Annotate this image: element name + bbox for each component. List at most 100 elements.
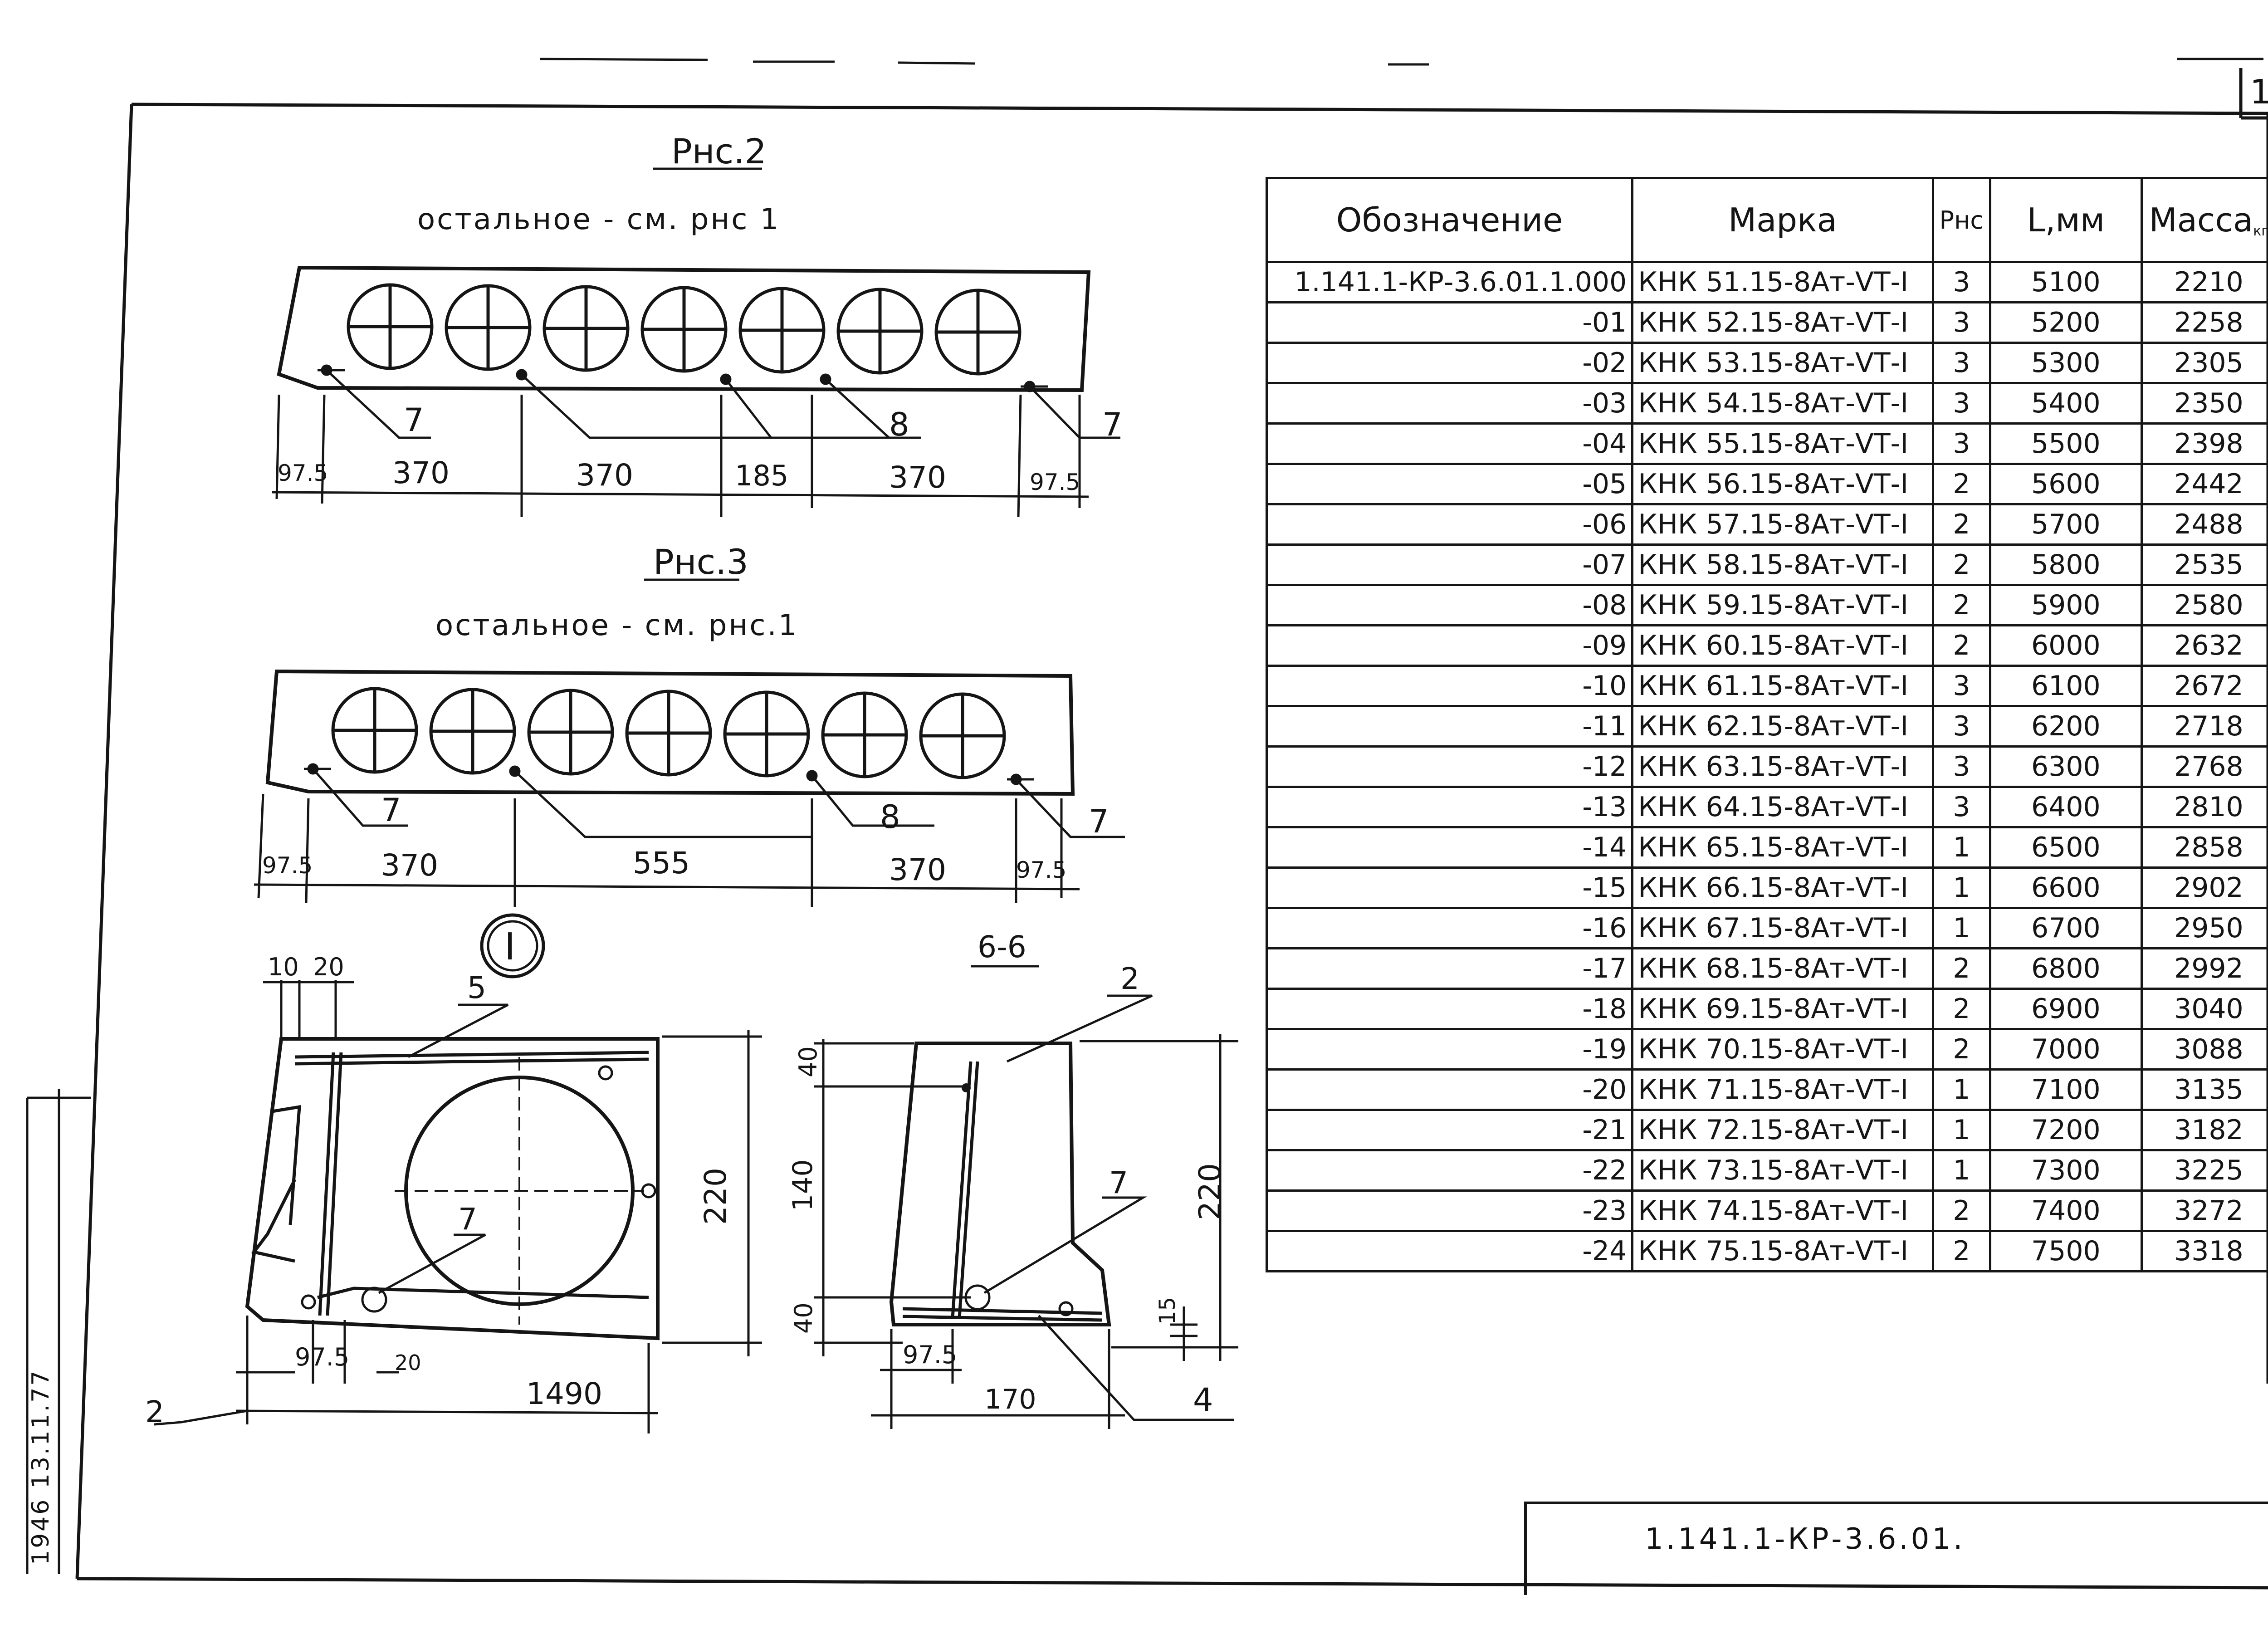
section-dim-170: 170 [984,1384,1036,1415]
mass-cell: 2632 [2140,624,2268,667]
mass-cell: 2950 [2140,907,2268,949]
fig2-note: остальное - см. рнс 1 [417,203,781,236]
designation-cell: -01 [1265,301,1634,344]
mass-cell: 2442 [2140,463,2268,505]
designation-cell: -02 [1265,342,1634,384]
header-fig: Рнс [1931,177,1991,263]
section-height: 220 [1193,1163,1227,1220]
fig-cell: 2 [1931,543,1991,586]
detail-I-height: 220 [698,1168,733,1225]
detail-I-rebar-vert [318,1052,343,1316]
mass-cell: 3135 [2140,1068,2268,1111]
mass-cell: 3088 [2140,1028,2268,1071]
detail-I-outline [245,1037,660,1340]
mark-cell: КНК 66.15-8Ат-VТ-I [1631,866,1934,909]
side-stamp-text: 1946 13.11.77 [27,1369,54,1565]
fig3-slab-outline [265,669,1075,796]
length-cell: 6400 [1989,786,2143,828]
designation-cell: -11 [1265,705,1634,748]
fig-cell: 2 [1931,503,1991,546]
mass-cell: 3318 [2140,1230,2268,1272]
mark-cell: КНК 60.15-8Ат-VТ-I [1631,624,1934,667]
fig-cell: 3 [1931,422,1991,465]
mark-cell: КНК 73.15-8Ат-VТ-I [1631,1149,1934,1192]
length-cell: 6600 [1989,866,2143,909]
designation-cell: -03 [1265,382,1634,425]
fig3-dim-3: 555 [633,846,690,881]
fig3-voids [331,687,1006,779]
mass-cell: 3272 [2140,1189,2268,1232]
designation-cell: -21 [1265,1109,1634,1151]
detail-I-loop [251,1105,301,1263]
mark-cell: КНК 61.15-8Ат-VТ-I [1631,665,1934,707]
designation-cell: -14 [1265,826,1634,869]
length-cell: 5200 [1989,301,2143,344]
sheet-frame [75,68,2268,1590]
fig-cell: 1 [1931,1149,1991,1192]
detail-I-group: I 10 20 5 7 220 97.5 20 1490 2 [145,913,762,1433]
detail-I-dim-97-5: 97.5 [295,1343,349,1371]
fig-cell: 1 [1931,866,1991,909]
mass-cell: 2672 [2140,665,2268,707]
length-cell: 7000 [1989,1028,2143,1071]
fig2-dim-6: 97.5 [1030,469,1080,495]
mass-cell: 2580 [2140,584,2268,626]
section-dim-97-5: 97.5 [903,1340,957,1369]
designation-cell: -08 [1265,584,1634,626]
section-rebar [902,1061,1103,1322]
length-cell: 6200 [1989,705,2143,748]
detail-I-callout-5: 5 [467,970,486,1005]
fig-cell: 2 [1931,624,1991,667]
fig-cell: 3 [1931,342,1991,384]
fig-cell: 2 [1931,988,1991,1030]
header-mark: Марка [1631,177,1934,263]
fig2-dim-4: 185 [735,459,788,492]
fig-cell: 2 [1931,1189,1991,1232]
designation-cell: -24 [1265,1230,1634,1272]
length-cell: 5900 [1989,584,2143,626]
fig-cell: 3 [1931,705,1991,748]
header-designation: Обозначение [1265,177,1634,263]
spec-table: Обозначение Марка Рнс L,мм Массакг 1.141… [1265,177,2268,1272]
length-cell: 5600 [1989,463,2143,505]
designation-cell: -12 [1265,745,1634,788]
fig-cell: 3 [1931,301,1991,344]
left-margin-marks [26,1089,91,1574]
mass-cell: 2350 [2140,382,2268,425]
fig3-leaders [304,763,1125,838]
section-callout-7: 7 [1109,1165,1128,1200]
mark-cell: КНК 52.15-8Ат-VТ-I [1631,301,1934,344]
mark-cell: КНК 70.15-8Ат-VТ-I [1631,1028,1934,1071]
length-cell: 6300 [1989,745,2143,788]
mark-cell: КНК 63.15-8Ат-VТ-I [1631,745,1934,788]
length-cell: 6100 [1989,665,2143,707]
mass-cell: 2992 [2140,947,2268,990]
detail-I-callout-2: 2 [145,1394,164,1429]
mark-cell: КНК 64.15-8Ат-VТ-I [1631,786,1934,828]
fig2-dim-3: 370 [576,458,633,493]
mass-cell: 2488 [2140,503,2268,546]
length-cell: 7200 [1989,1109,2143,1151]
designation-cell: -19 [1265,1028,1634,1071]
fig-cell: 1 [1931,907,1991,949]
mark-cell: КНК 67.15-8Ат-VТ-I [1631,907,1934,949]
designation-cell: -15 [1265,866,1634,909]
designation-cell: -05 [1265,463,1634,505]
sheet-number: 18 [2250,73,2268,112]
section-height-dim [1080,1034,1238,1361]
